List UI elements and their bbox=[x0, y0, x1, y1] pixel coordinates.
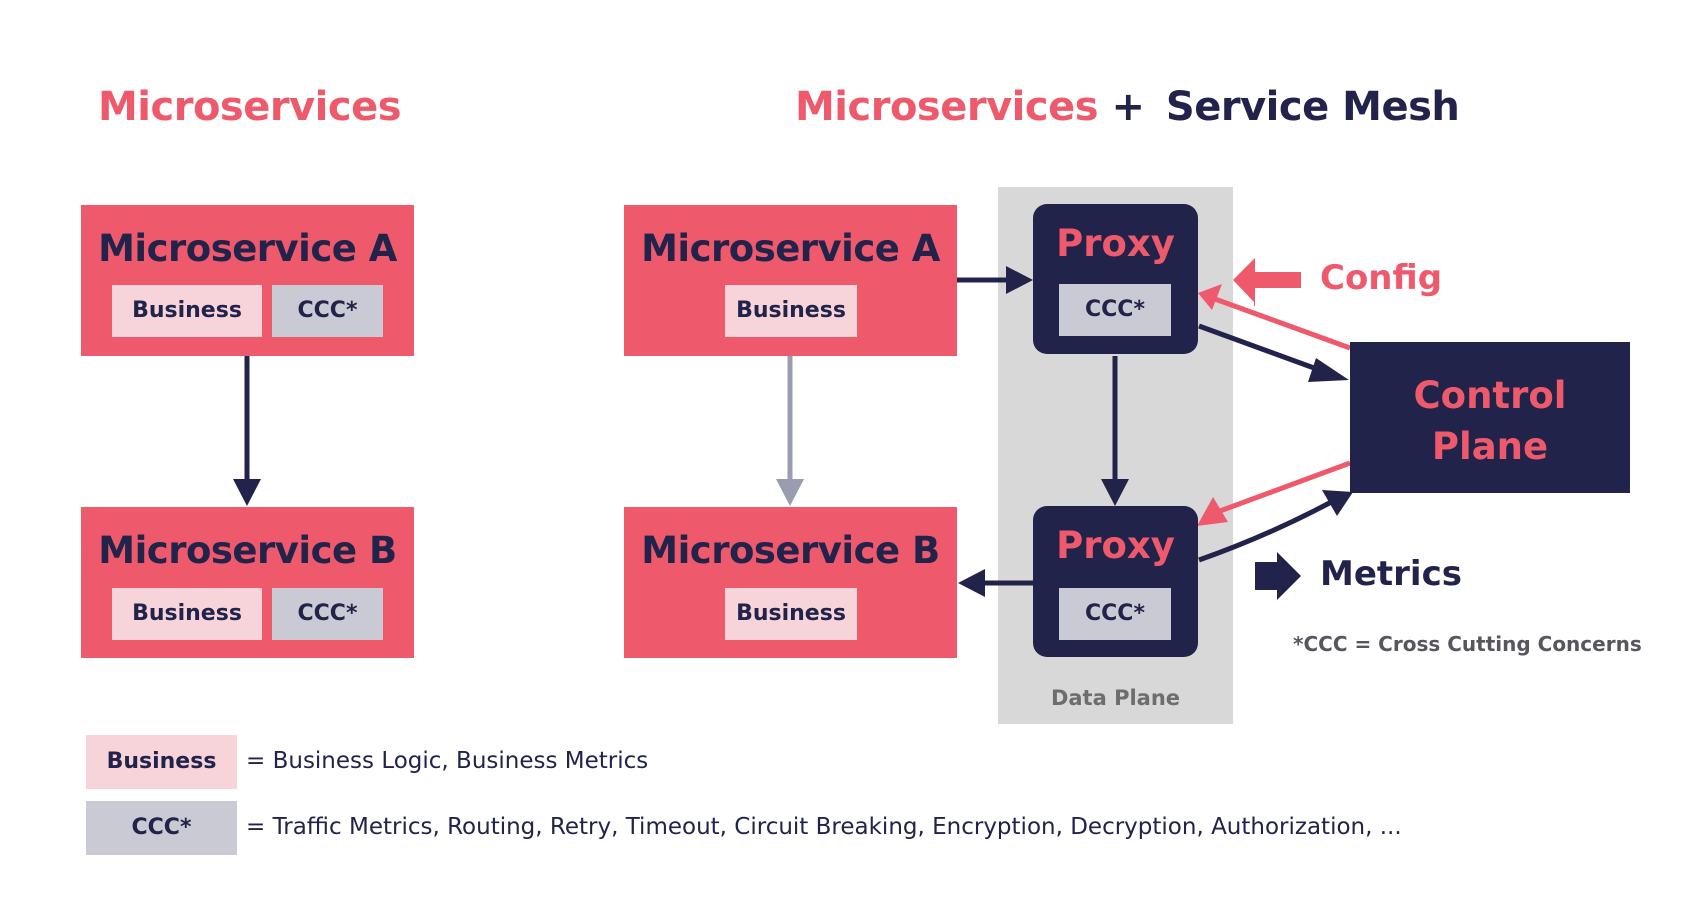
legend-ccc-chip: CCC* bbox=[86, 801, 237, 855]
right-title-service-mesh: Service Mesh bbox=[1165, 84, 1460, 130]
legend-business-chip: Business bbox=[86, 735, 237, 789]
left-service-b-business-chip: Business bbox=[112, 588, 262, 640]
control-plane-line1: Control bbox=[1413, 374, 1567, 417]
config-arrow-icon bbox=[1233, 258, 1301, 306]
proxy-bottom-ccc-chip: CCC* bbox=[1059, 588, 1171, 640]
legend-ccc-desc: = Traffic Metrics, Routing, Retry, Timeo… bbox=[246, 814, 1402, 840]
left-service-b[interactable]: Microservice B Business CCC* bbox=[81, 507, 414, 658]
right-title-plus: + bbox=[1111, 84, 1145, 130]
proxy-top-name: Proxy bbox=[1056, 222, 1175, 265]
arrow-config-to-top-proxy bbox=[1198, 284, 1351, 351]
config-label: Config bbox=[1320, 258, 1443, 298]
left-service-a-ccc-chip: CCC* bbox=[272, 285, 383, 337]
arrow-config-to-bottom-proxy bbox=[1197, 460, 1351, 526]
arrow-top-proxy-to-control-plane bbox=[1198, 323, 1349, 382]
metrics-arrow-icon bbox=[1255, 552, 1301, 600]
right-service-a-name: Microservice A bbox=[641, 227, 940, 270]
control-plane[interactable]: Control Plane bbox=[1350, 342, 1630, 493]
data-plane-label: Data Plane bbox=[1050, 686, 1181, 710]
proxy-bottom-name: Proxy bbox=[1056, 524, 1175, 567]
proxy-bottom[interactable]: Proxy CCC* bbox=[1033, 506, 1198, 657]
left-title: Microservices bbox=[98, 84, 402, 130]
left-arrow-a-to-b bbox=[233, 356, 261, 506]
arrow-proxy-to-service-b bbox=[958, 569, 1033, 597]
left-service-a-business-chip: Business bbox=[112, 285, 262, 337]
ccc-footnote: *CCC = Cross Cutting Concerns bbox=[1293, 632, 1642, 656]
right-service-b-name: Microservice B bbox=[641, 529, 940, 572]
right-title-microservices: Microservices bbox=[795, 84, 1099, 130]
arrow-service-a-to-proxy bbox=[956, 266, 1033, 294]
left-service-b-name: Microservice B bbox=[98, 529, 397, 572]
arrow-bottom-proxy-to-control-plane bbox=[1198, 490, 1353, 563]
left-service-a[interactable]: Microservice A Business CCC* bbox=[81, 205, 414, 356]
right-arrow-a-to-b-muted bbox=[776, 356, 804, 506]
control-plane-line2: Plane bbox=[1431, 425, 1549, 468]
legend-business-desc: = Business Logic, Business Metrics bbox=[246, 748, 649, 774]
right-title: Microservices + Service Mesh bbox=[795, 84, 1460, 130]
metrics-label: Metrics bbox=[1320, 554, 1462, 594]
right-service-b-business-chip: Business bbox=[725, 588, 857, 640]
control-plane-label: Control Plane bbox=[1350, 370, 1630, 472]
right-service-a-business-chip: Business bbox=[725, 285, 857, 337]
left-service-b-ccc-chip: CCC* bbox=[272, 588, 383, 640]
arrow-proxy-to-proxy bbox=[1101, 356, 1129, 506]
proxy-top[interactable]: Proxy CCC* bbox=[1033, 204, 1198, 354]
left-service-a-name: Microservice A bbox=[98, 227, 397, 270]
right-service-b[interactable]: Microservice B Business bbox=[624, 507, 957, 658]
right-service-a[interactable]: Microservice A Business bbox=[624, 205, 957, 356]
proxy-top-ccc-chip: CCC* bbox=[1059, 284, 1171, 336]
